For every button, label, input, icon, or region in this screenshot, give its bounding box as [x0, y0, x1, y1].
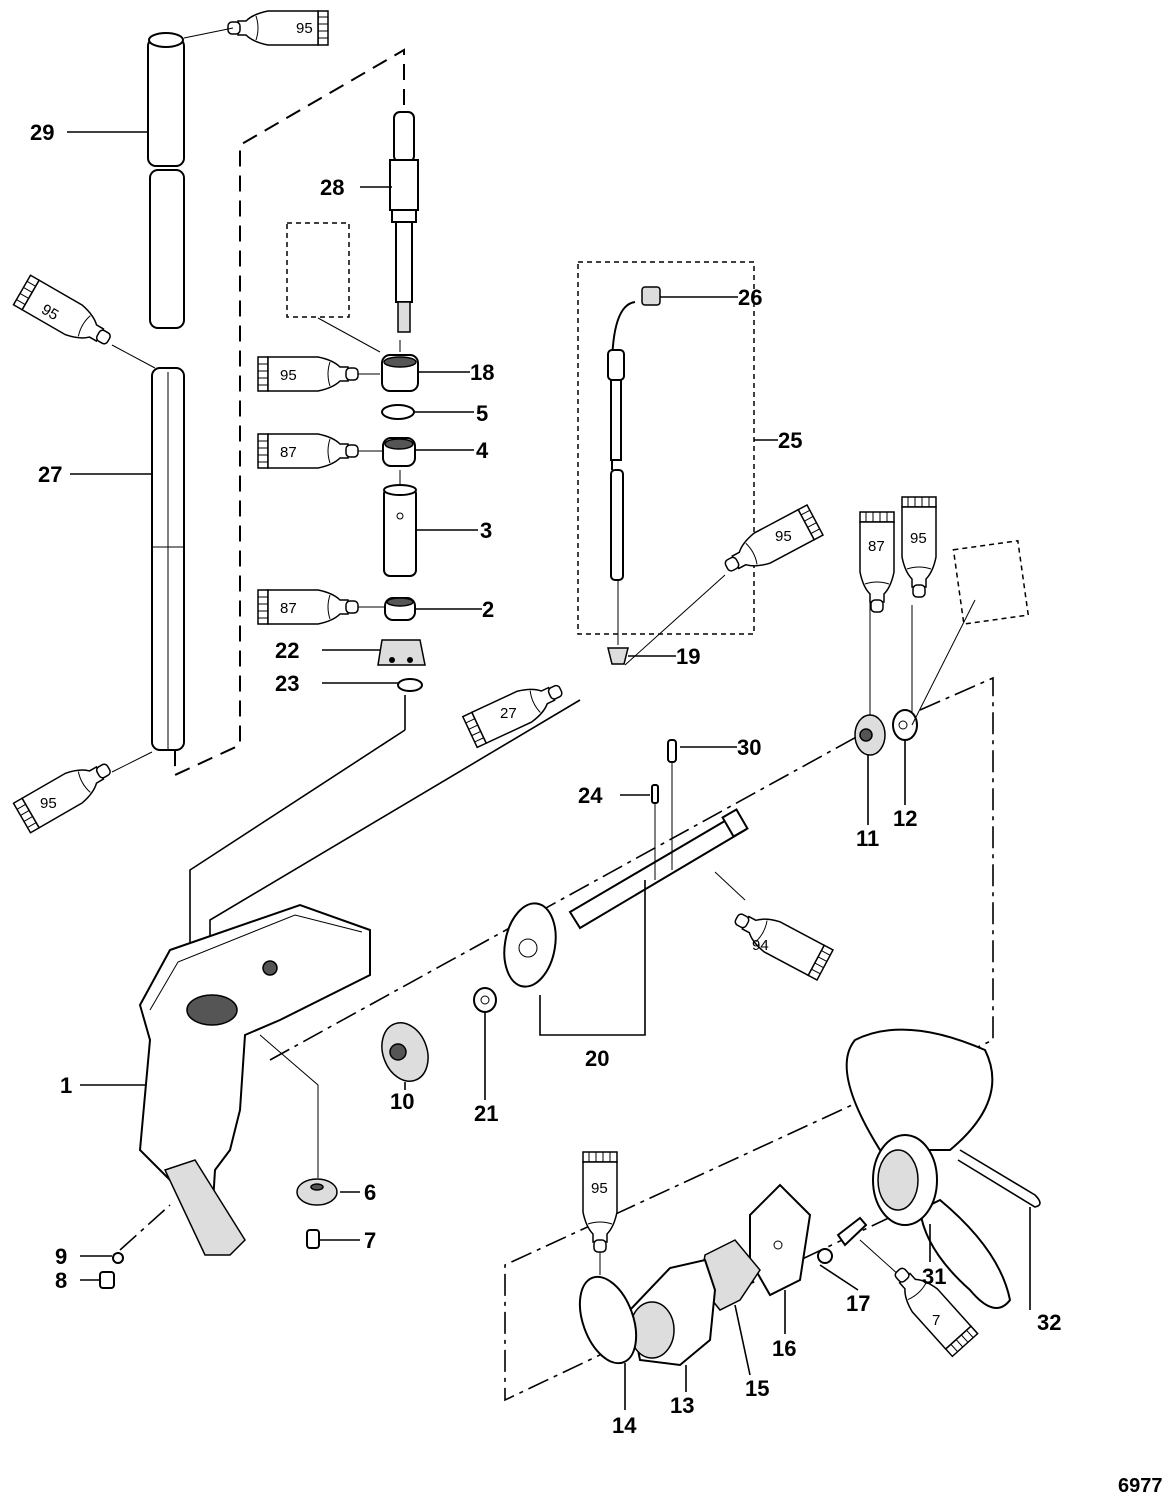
lubricant-tube-icon — [227, 10, 329, 46]
kit-inset-left — [286, 222, 350, 318]
part-5-washer[interactable] — [381, 404, 415, 420]
lubricant-tube-icon — [717, 504, 824, 583]
tube-label: 95 — [38, 301, 61, 324]
tube-label: 87 — [280, 444, 297, 461]
part-13-water-pump-body[interactable] — [628, 1258, 717, 1367]
water-tube-kit-box — [577, 261, 755, 635]
part-2-bearing[interactable] — [384, 597, 416, 621]
callout-17: 17 — [846, 1291, 870, 1316]
part-22-pinion-gear[interactable] — [377, 639, 426, 666]
assembly-line-propshaft — [269, 676, 994, 1402]
callout-25: 25 — [778, 428, 802, 453]
callout-15: 15 — [745, 1376, 769, 1401]
part-4-seal[interactable] — [382, 437, 416, 467]
callout-29: 29 — [30, 120, 54, 145]
part-1-gear-housing[interactable] — [138, 903, 371, 1256]
callout-4: 4 — [476, 438, 489, 463]
callout-32: 32 — [1037, 1310, 1061, 1335]
callout-16: 16 — [772, 1336, 796, 1361]
part-10-bearing[interactable] — [374, 1016, 436, 1087]
callout-1: 1 — [60, 1073, 72, 1098]
kit-inset-right — [952, 539, 1030, 625]
part-6-seal[interactable] — [296, 1178, 338, 1206]
tube-label: 95 — [591, 1180, 608, 1197]
callout-12: 12 — [893, 806, 917, 831]
callout-3: 3 — [480, 518, 492, 543]
callout-7: 7 — [364, 1228, 376, 1253]
part-14-o-ring[interactable] — [569, 1269, 647, 1371]
part-25-water-tube[interactable] — [607, 301, 636, 581]
callout-8: 8 — [55, 1268, 67, 1293]
part-21-washer[interactable] — [473, 987, 497, 1013]
part-12-seal[interactable] — [892, 709, 918, 741]
figure-number: 6977 — [1118, 1475, 1163, 1497]
part-11-bearing[interactable] — [854, 714, 886, 756]
tube-label: 94 — [752, 937, 769, 954]
callout-10: 10 — [390, 1089, 414, 1114]
callout-26: 26 — [738, 285, 762, 310]
tube-label: 27 — [500, 705, 517, 722]
part-3-sleeve[interactable] — [383, 484, 417, 577]
callout-28: 28 — [320, 175, 344, 200]
lubricant-tube-icon — [582, 1151, 618, 1253]
part-19-seal[interactable] — [607, 647, 629, 665]
callout-19: 19 — [676, 644, 700, 669]
part-16-pump-plate[interactable] — [749, 1183, 812, 1297]
part-29-tube[interactable] — [147, 32, 185, 329]
part-8-screw[interactable] — [99, 1271, 115, 1289]
part-32-cotter-pin[interactable] — [957, 1149, 1041, 1208]
part-26-grommet[interactable] — [641, 286, 661, 306]
part-18-bushing[interactable] — [381, 354, 419, 392]
callout-9: 9 — [55, 1244, 67, 1269]
part-28-driveshaft[interactable] — [389, 111, 419, 333]
callout-20: 20 — [585, 1046, 609, 1071]
part-24-pin[interactable] — [651, 784, 659, 804]
tube-label: 7 — [932, 1312, 940, 1329]
callout-13: 13 — [670, 1393, 694, 1418]
part-23-nut[interactable] — [397, 678, 423, 692]
part-27-tube[interactable] — [151, 367, 185, 751]
lubricant-tube-icon — [12, 752, 118, 834]
tube-label: 95 — [775, 528, 792, 545]
part-9-washer[interactable] — [112, 1252, 124, 1264]
part-17-screws[interactable] — [817, 1216, 868, 1264]
lubricant-tube-icon — [257, 433, 359, 469]
callout-21: 21 — [474, 1101, 498, 1126]
lubricant-tube-icon — [12, 274, 118, 356]
tube-label: 95 — [296, 20, 313, 37]
callout-23: 23 — [275, 671, 299, 696]
lubricant-tube-icon — [901, 496, 937, 598]
part-7-screw[interactable] — [306, 1229, 320, 1249]
callout-5: 5 — [476, 401, 488, 426]
callout-6: 6 — [364, 1180, 376, 1205]
tube-label: 95 — [280, 367, 297, 384]
callout-22: 22 — [275, 638, 299, 663]
callout-24: 24 — [578, 783, 603, 808]
assembly-line-driveshaft — [174, 48, 405, 777]
callout-27: 27 — [38, 462, 62, 487]
lubricant-tube-icon — [727, 902, 834, 981]
callout-14: 14 — [612, 1413, 637, 1438]
tube-label: 95 — [40, 795, 57, 812]
lubricant-tube-icon — [257, 356, 359, 392]
callout-31: 31 — [922, 1264, 946, 1289]
callout-2: 2 — [482, 597, 494, 622]
lubricant-tube-icon — [257, 589, 359, 625]
lubricant-tube-icon — [859, 511, 895, 613]
callout-30: 30 — [737, 735, 761, 760]
part-30-pin[interactable] — [667, 739, 677, 763]
tube-label: 95 — [910, 530, 927, 547]
assembly-line-screw — [119, 1204, 171, 1251]
tube-label: 87 — [868, 538, 885, 555]
callout-11: 11 — [856, 826, 879, 851]
part-31-propeller[interactable] — [845, 1028, 1012, 1309]
callout-18: 18 — [470, 360, 494, 385]
tube-label: 87 — [280, 600, 297, 617]
part-20-forward-gear[interactable] — [498, 899, 562, 990]
part-20-propeller-shaft[interactable] — [568, 808, 749, 930]
